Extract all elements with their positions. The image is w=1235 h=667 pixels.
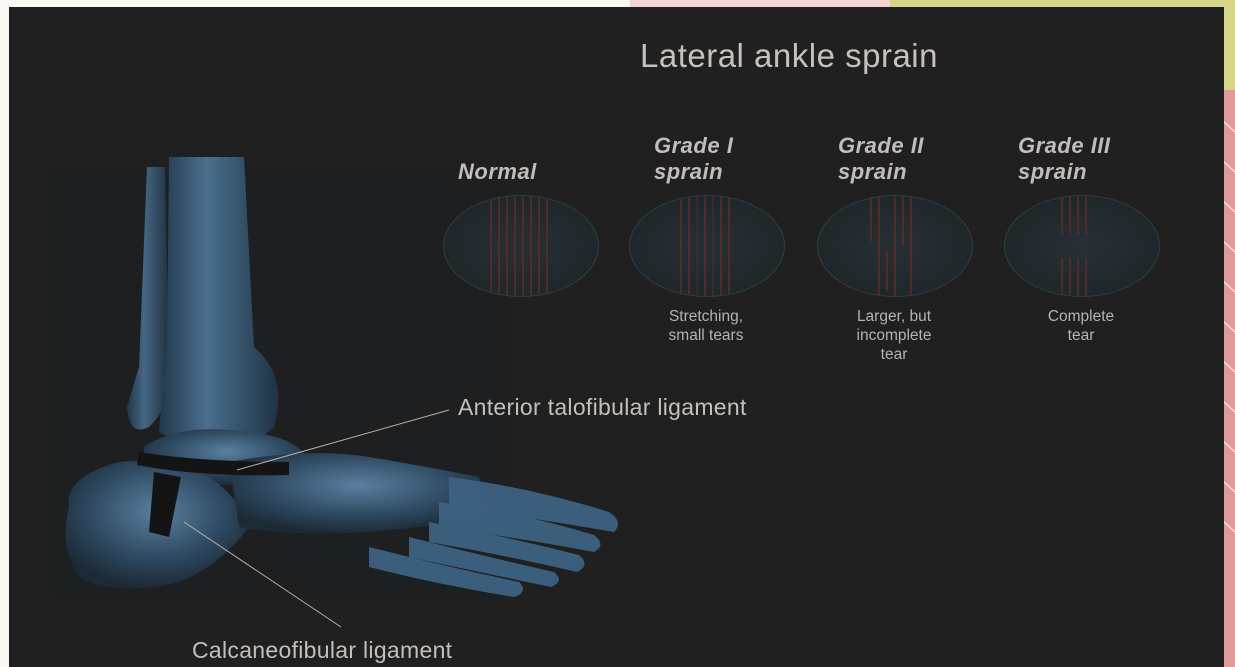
grade-label-normal: Normal xyxy=(458,159,537,185)
ligament-view-normal xyxy=(443,195,599,297)
ligament-view-grade-3 xyxy=(1004,195,1160,297)
ligament-view-grade-2 xyxy=(817,195,973,297)
grade-label-grade-3: Grade III sprain xyxy=(1018,133,1111,185)
cfl-label: Calcaneofibular ligament xyxy=(192,637,452,664)
grade-2-description: Larger, but incomplete tear xyxy=(817,307,971,364)
atfl-label: Anterior talofibular ligament xyxy=(458,394,747,421)
diagram-slide: Lateral ankle sprain Normal Grade I spra… xyxy=(9,7,1224,667)
grade-3-description: Complete tear xyxy=(1004,307,1158,345)
ligament-view-grade-1 xyxy=(629,195,785,297)
page-title: Lateral ankle sprain xyxy=(549,37,1029,75)
grade-label-grade-2: Grade II sprain xyxy=(838,133,924,185)
grade-label-grade-1: Grade I sprain xyxy=(654,133,733,185)
grade-1-description: Stretching, small tears xyxy=(629,307,783,345)
